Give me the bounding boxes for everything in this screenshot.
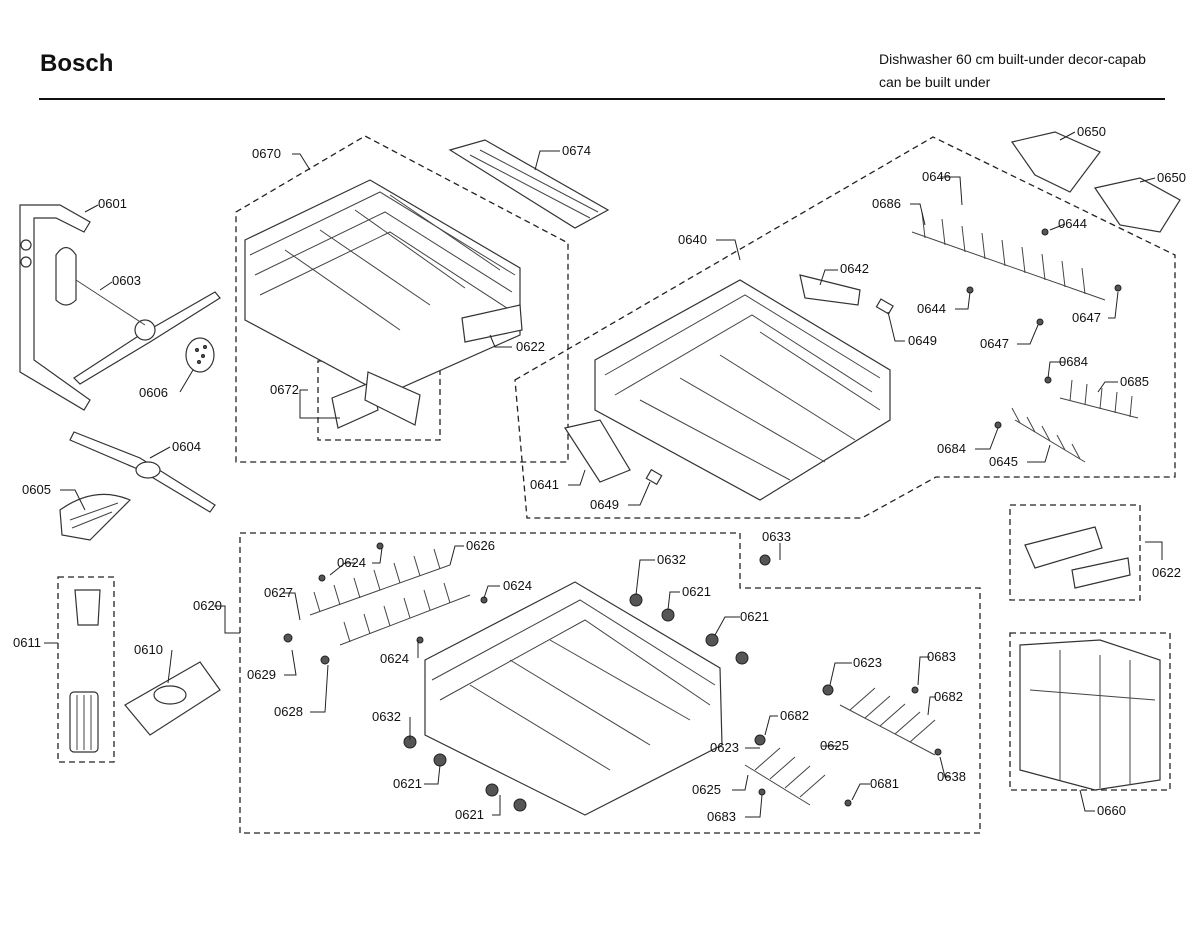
label-0684-top: 0684 — [1059, 354, 1088, 369]
upper-rack-group-box — [235, 135, 569, 463]
middle-rack — [564, 274, 894, 501]
filter-screen-disc — [185, 337, 215, 373]
cutlery-basket-group-box — [1009, 632, 1171, 791]
label-0649-left: 0649 — [590, 497, 619, 512]
label-0627: 0627 — [264, 585, 293, 600]
group-boxes — [57, 135, 1176, 834]
label-0601: 0601 — [98, 196, 127, 211]
label-0641: 0641 — [530, 477, 559, 492]
label-0624-bottom: 0624 — [380, 651, 409, 666]
label-0684-bottom: 0684 — [937, 441, 966, 456]
label-0621-right: 0621 — [740, 609, 769, 624]
label-0650-right: 0650 — [1157, 170, 1186, 185]
label-0672: 0672 — [270, 382, 299, 397]
label-0604: 0604 — [172, 439, 201, 454]
label-0647-mid: 0647 — [980, 336, 1009, 351]
label-0621-left: 0621 — [393, 776, 422, 791]
label-0640: 0640 — [678, 232, 707, 247]
lower-spray-arm — [59, 431, 216, 541]
label-0610: 0610 — [134, 642, 163, 657]
label-0683-top: 0683 — [927, 649, 956, 664]
label-0625-left: 0625 — [692, 782, 721, 797]
lower-tine-rows — [283, 542, 942, 807]
spray-arm-supply-pipe — [19, 204, 91, 411]
upper-rack — [244, 179, 523, 396]
label-0682-right: 0682 — [934, 689, 963, 704]
lower-rack-group-box — [239, 532, 981, 834]
label-0623-left: 0623 — [710, 740, 739, 755]
label-0633: 0633 — [762, 529, 791, 544]
label-0660: 0660 — [1097, 803, 1126, 818]
label-0623-right: 0623 — [853, 655, 882, 670]
rack-handle — [1024, 526, 1131, 589]
label-0645: 0645 — [989, 454, 1018, 469]
label-0625-right: 0625 — [820, 738, 849, 753]
label-0620: 0620 — [193, 598, 222, 613]
label-0649-right: 0649 — [908, 333, 937, 348]
filter-assembly — [69, 589, 221, 753]
appliance-installation-note: can be built under — [879, 74, 991, 90]
label-0670: 0670 — [252, 146, 281, 161]
cutlery-basket — [1019, 639, 1161, 791]
label-0622-handle: 0622 — [1152, 565, 1181, 580]
label-0621-bottom: 0621 — [455, 807, 484, 822]
label-0624-top: 0624 — [337, 555, 366, 570]
label-0686: 0686 — [872, 196, 901, 211]
label-0685: 0685 — [1120, 374, 1149, 389]
label-0683-bottom: 0683 — [707, 809, 736, 824]
label-0611: 0611 — [13, 635, 41, 650]
leader-lines — [44, 131, 1163, 818]
label-0603: 0603 — [112, 273, 141, 288]
label-0621-upper: 0621 — [682, 584, 711, 599]
label-0622-upper: 0622 — [516, 339, 545, 354]
label-0626: 0626 — [466, 538, 495, 553]
label-0605: 0605 — [22, 482, 51, 497]
label-0632-right: 0632 — [657, 552, 686, 567]
label-0624-right: 0624 — [503, 578, 532, 593]
cutlery-tray — [448, 139, 610, 229]
label-0638: 0638 — [937, 769, 966, 784]
label-0681: 0681 — [870, 776, 899, 791]
appliance-description: Dishwasher 60 cm built-under decor-capab — [879, 51, 1146, 67]
label-0606: 0606 — [139, 385, 168, 400]
label-0646: 0646 — [922, 169, 951, 184]
label-0647-right: 0647 — [1072, 310, 1101, 325]
label-0674: 0674 — [562, 143, 591, 158]
middle-rack-group-box — [514, 136, 1176, 519]
tine-rows-upper-right — [911, 131, 1181, 463]
part-number-labels: 0601 0603 0606 0604 0605 0611 0610 0670 … — [13, 124, 1186, 824]
header-rule — [39, 98, 1165, 100]
label-0642: 0642 — [840, 261, 869, 276]
label-0629: 0629 — [247, 667, 276, 682]
lower-rack — [403, 581, 749, 816]
label-0632-left: 0632 — [372, 709, 401, 724]
label-0628: 0628 — [274, 704, 303, 719]
handle-group-box — [1009, 504, 1141, 601]
label-0682-left: 0682 — [780, 708, 809, 723]
brand-title: Bosch — [40, 50, 114, 77]
label-0644-top: 0644 — [1058, 216, 1087, 231]
label-0644-mid: 0644 — [917, 301, 946, 316]
upper-spray-arm — [55, 246, 221, 385]
label-0650-top: 0650 — [1077, 124, 1106, 139]
